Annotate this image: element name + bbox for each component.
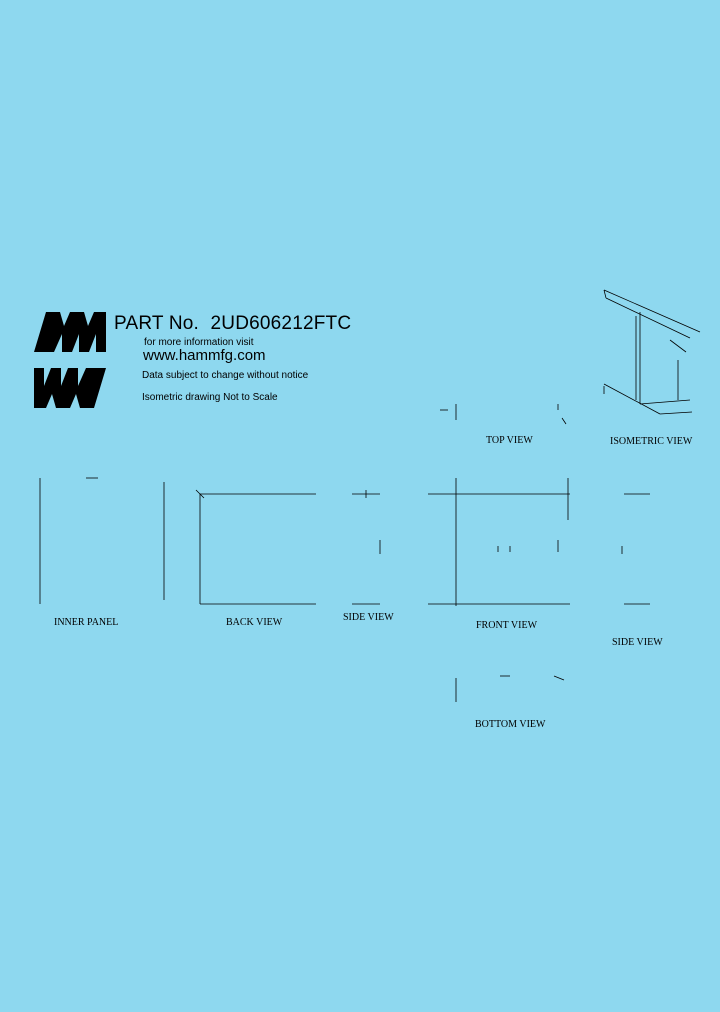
side-view-right-label: SIDE VIEW	[612, 637, 663, 648]
inner-panel-drawing	[40, 478, 164, 604]
website-link[interactable]: www.hammfg.com	[143, 347, 266, 364]
back-view-drawing	[196, 490, 316, 604]
notice-text: Data subject to change without notice	[142, 370, 309, 381]
front-view-drawing	[428, 478, 570, 606]
isometric-view-drawing	[604, 290, 700, 414]
top-view-label: TOP VIEW	[486, 435, 533, 446]
bottom-view-drawing	[456, 676, 564, 702]
part-label: PART No.	[114, 313, 200, 334]
top-view-drawing	[440, 404, 566, 424]
hammond-logo-icon	[34, 312, 106, 408]
scale-note: Isometric drawing Not to Scale	[142, 392, 278, 403]
bottom-view-label: BOTTOM VIEW	[475, 719, 546, 730]
side-view-left-label: SIDE VIEW	[343, 612, 394, 623]
part-number: 2UD606212FTC	[210, 313, 352, 334]
right-side-view-drawing	[622, 494, 650, 604]
front-view-label: FRONT VIEW	[476, 620, 538, 631]
info-text: for more information visit	[144, 337, 254, 348]
left-side-view-drawing	[352, 490, 380, 604]
part-number-title: PART No. 2UD606212FTC	[114, 313, 351, 335]
back-view-label: BACK VIEW	[226, 617, 283, 628]
isometric-view-label: ISOMETRIC VIEW	[610, 436, 693, 447]
inner-panel-label: INNER PANEL	[54, 617, 119, 628]
